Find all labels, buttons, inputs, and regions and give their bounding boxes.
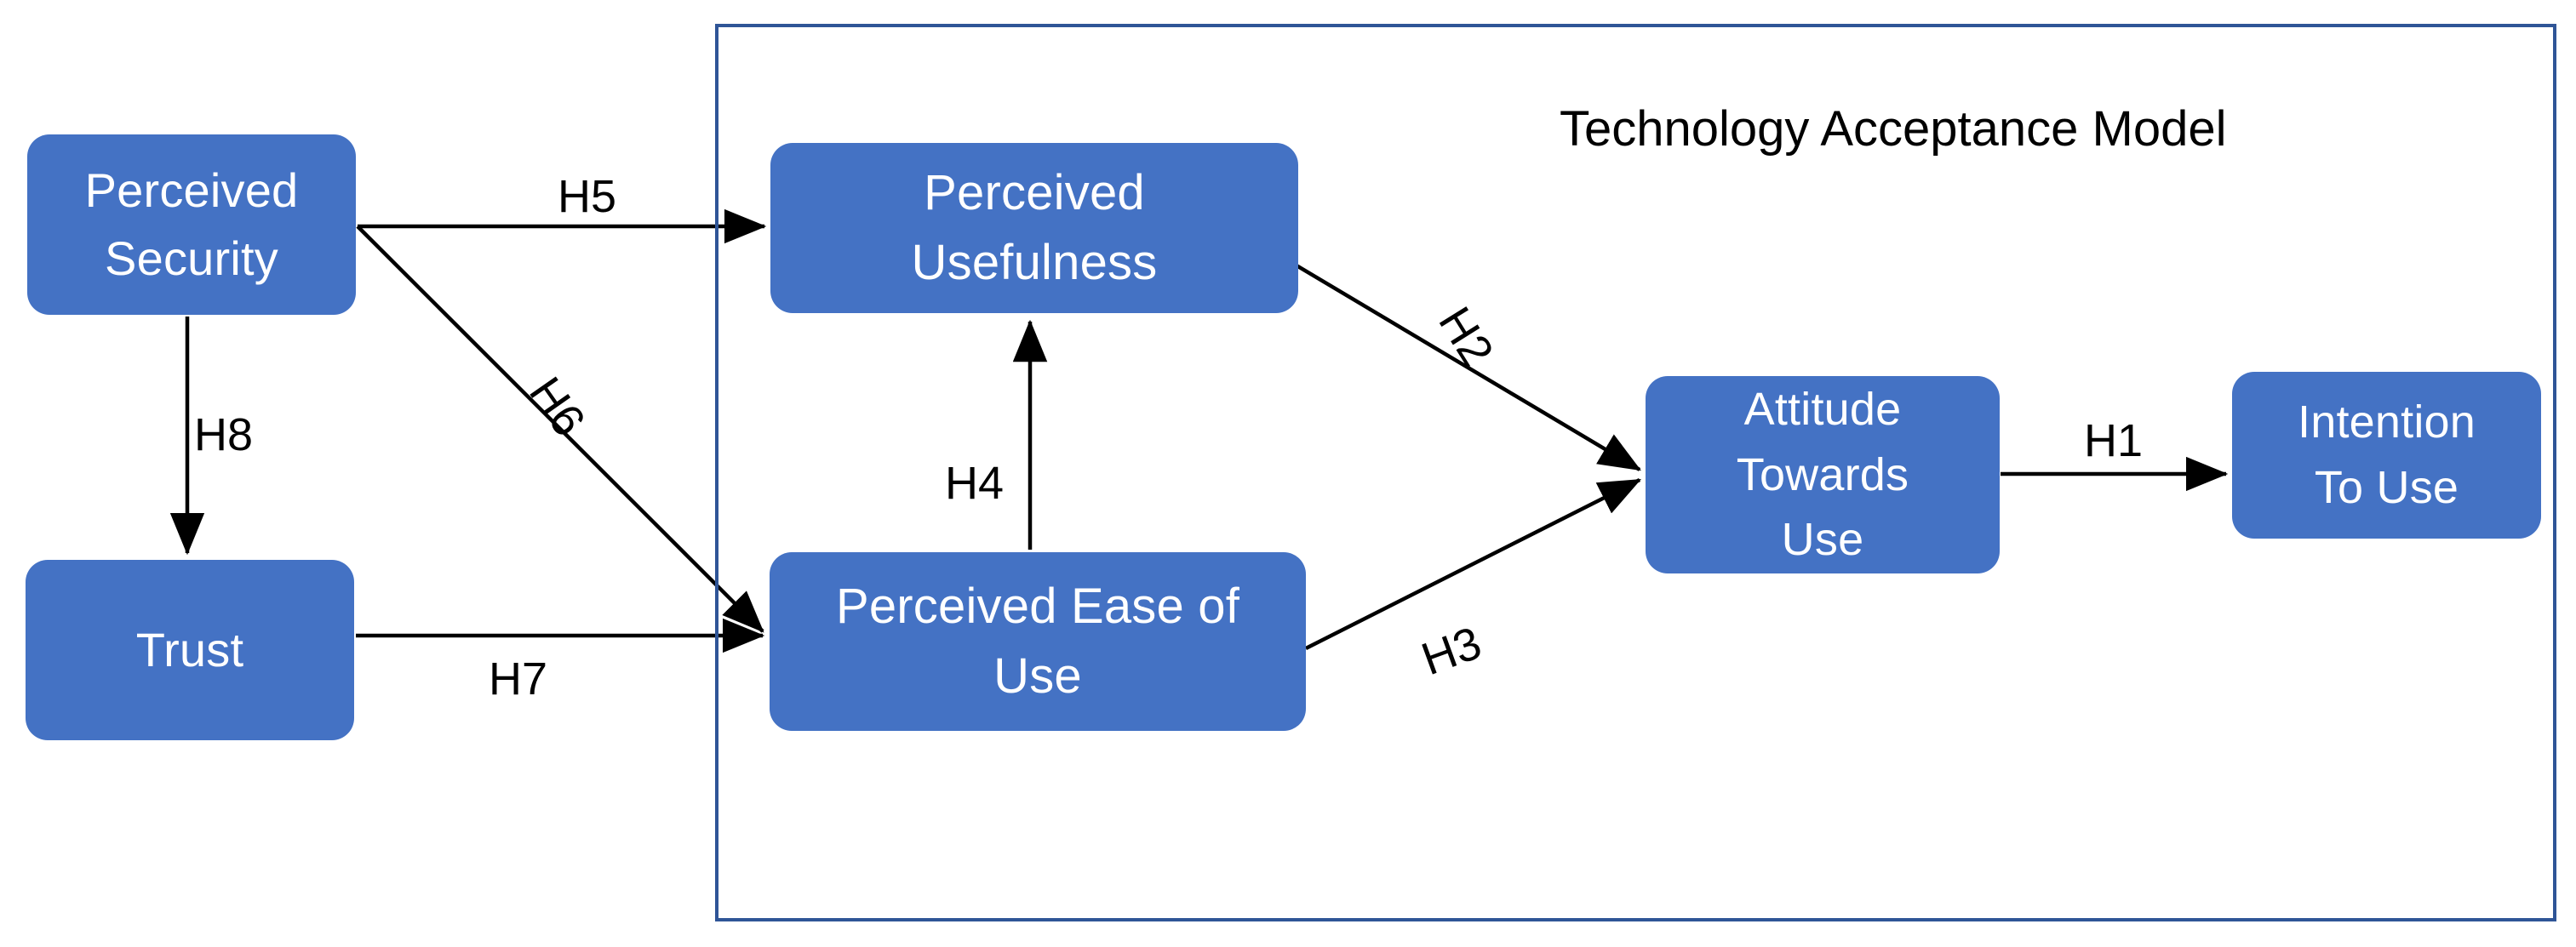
node-perceived-security-label: Perceived Security <box>84 163 299 285</box>
edge-h2 <box>1295 264 1641 471</box>
edge-h6 <box>356 225 764 633</box>
edge-h3 <box>1304 477 1642 651</box>
edge-label-h7: H7 <box>489 653 548 705</box>
technology-acceptance-model-title: Technology Acceptance Model <box>1560 101 2227 157</box>
node-attitude-towards-use[interactable]: Attitude Towards Use <box>1646 376 2000 573</box>
node-trust[interactable]: Trust <box>26 560 354 740</box>
edge-label-h4: H4 <box>945 458 1005 509</box>
node-intention-to-use[interactable]: Intention To Use <box>2232 372 2541 539</box>
technology-acceptance-model-frame <box>715 24 2556 921</box>
node-perceived-security[interactable]: Perceived Security <box>27 134 356 315</box>
node-intention-to-use-label: Intention To Use <box>2298 396 2476 513</box>
node-perceived-ease-of-use-label: Perceived Ease of Use <box>835 578 1240 704</box>
node-perceived-usefulness[interactable]: Perceived Usefulness <box>770 143 1298 313</box>
edge-label-h5: H5 <box>558 171 617 222</box>
node-perceived-ease-of-use[interactable]: Perceived Ease of Use <box>770 552 1306 731</box>
edge-label-h1: H1 <box>2084 415 2144 466</box>
edge-label-h8: H8 <box>194 409 254 460</box>
node-attitude-towards-use-label: Attitude Towards Use <box>1736 383 1909 566</box>
node-trust-label: Trust <box>135 623 244 677</box>
node-perceived-usefulness-label: Perceived Usefulness <box>911 164 1158 290</box>
